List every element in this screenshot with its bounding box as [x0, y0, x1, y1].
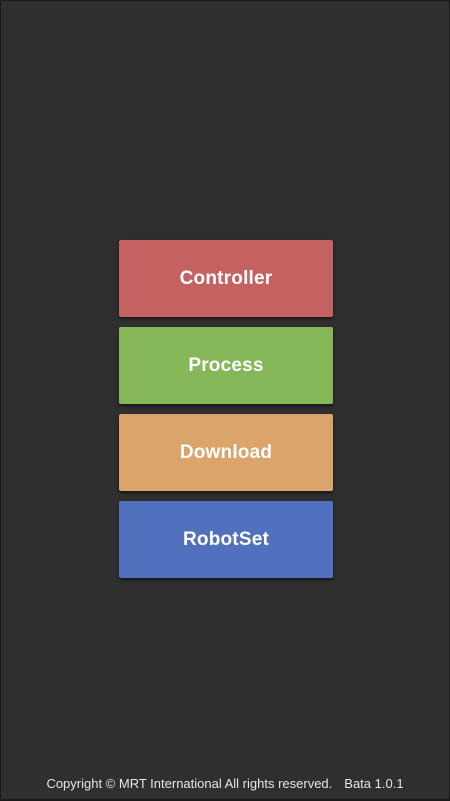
controller-button[interactable]: Controller	[119, 240, 333, 317]
process-button[interactable]: Process	[119, 327, 333, 404]
main-menu: Controller Process Download RobotSet	[119, 240, 333, 588]
copyright-text: Copyright © MRT International All rights…	[46, 776, 333, 791]
robotset-button[interactable]: RobotSet	[119, 501, 333, 578]
footer: Copyright © MRT International All rights…	[1, 776, 449, 794]
version-text: Bata 1.0.1	[344, 776, 404, 791]
download-button[interactable]: Download	[119, 414, 333, 491]
